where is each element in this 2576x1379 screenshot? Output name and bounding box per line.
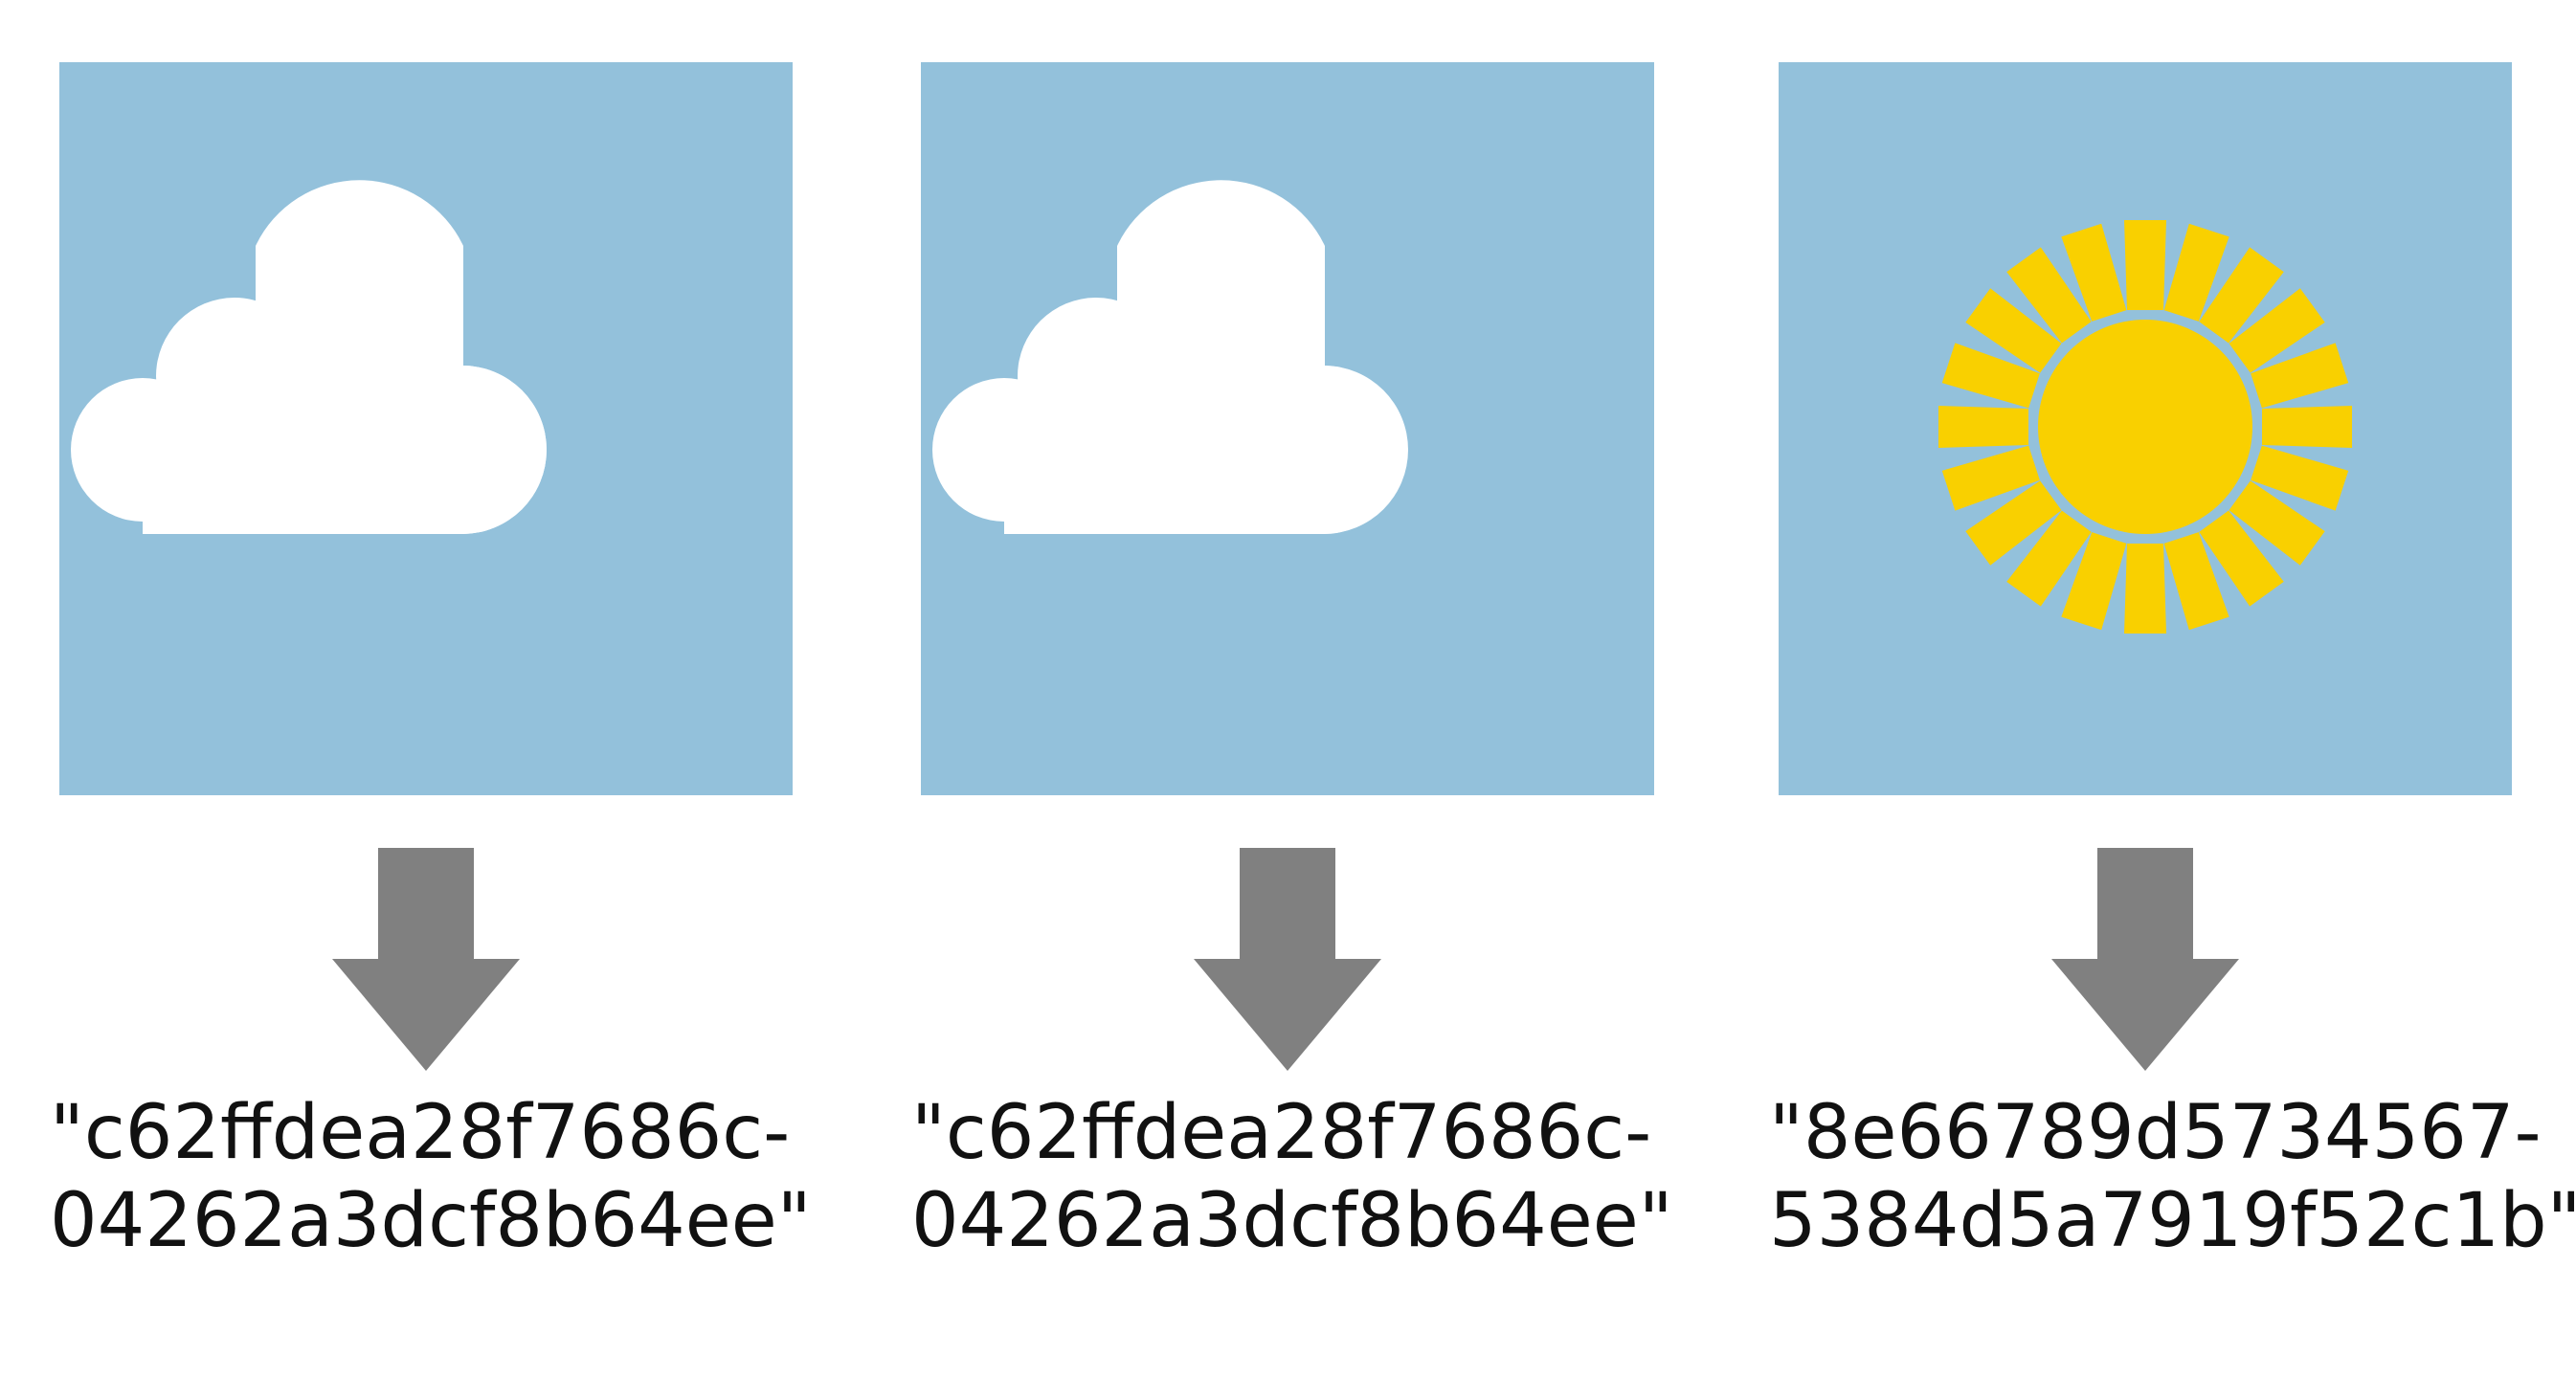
hash-line-2: 04262a3dcf8b64ee"	[50, 1178, 812, 1264]
hash-label-1: "c62ffdea28f7686c- 04262a3dcf8b64ee"	[50, 1089, 816, 1265]
image-tile-2	[921, 62, 1654, 795]
hash-line-1: "c62ffdea28f7686c-	[50, 1090, 791, 1176]
hash-line-2: 04262a3dcf8b64ee"	[911, 1178, 1673, 1264]
image-tile-3	[1779, 62, 2512, 795]
panel-3: "8e66789d5734567- 5384d5a7919f52c1b"	[1769, 0, 2576, 1379]
hash-label-2: "c62ffdea28f7686c- 04262a3dcf8b64ee"	[911, 1089, 1677, 1265]
down-arrow-icon	[2051, 848, 2239, 1071]
hash-line-1: "8e66789d5734567-	[1769, 1090, 2542, 1176]
panel-1: "c62ffdea28f7686c- 04262a3dcf8b64ee"	[50, 0, 812, 1379]
panel-2: "c62ffdea28f7686c- 04262a3dcf8b64ee"	[911, 0, 1673, 1379]
hash-line-2: 5384d5a7919f52c1b"	[1769, 1178, 2576, 1264]
hash-line-1: "c62ffdea28f7686c-	[911, 1090, 1652, 1176]
cloud-icon	[932, 180, 1408, 534]
hash-label-3: "8e66789d5734567- 5384d5a7919f52c1b"	[1769, 1089, 2576, 1265]
image-tile-1	[59, 62, 793, 795]
sun-disc	[2038, 320, 2252, 534]
down-arrow-icon	[1194, 848, 1381, 1071]
sun-rays	[1938, 220, 2352, 634]
cloud-icon	[71, 180, 547, 534]
sun-icon	[1938, 220, 2352, 634]
down-arrow-icon	[332, 848, 520, 1071]
